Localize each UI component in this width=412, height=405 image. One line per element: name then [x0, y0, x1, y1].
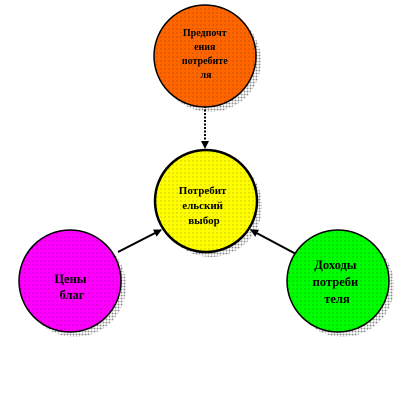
node-consumer-choice-line: выбор	[188, 215, 220, 227]
node-preferences: Предпочт ения потребите ля	[153, 4, 257, 108]
node-income-label: Доходы потреби теля	[313, 258, 362, 306]
node-consumer-choice: Потребит ельский выбор	[153, 148, 259, 254]
node-preferences-line: потребите	[182, 56, 228, 67]
node-consumer-choice-line: Потребит	[179, 185, 227, 197]
node-consumer-choice-label: Потребит ельский выбор	[179, 185, 229, 227]
node-preferences-label: Предпочт ения потребите ля	[182, 28, 230, 81]
arrow-left-to-center	[117, 229, 162, 253]
node-preferences-line: ения	[194, 42, 216, 53]
node-consumer-choice-line: ельский	[182, 200, 223, 212]
node-prices-line: благ	[60, 288, 85, 302]
node-prices-label: Цены благ	[54, 272, 89, 302]
node-income-line: потреби	[313, 275, 359, 289]
node-income-line: Доходы	[314, 258, 357, 272]
arrow-right-to-center	[250, 229, 297, 255]
node-income-line: теля	[324, 292, 350, 306]
node-preferences-line: Предпочт	[183, 28, 227, 39]
node-preferences-line: ля	[200, 70, 212, 81]
node-prices: Цены благ	[18, 229, 122, 333]
node-prices-line: Цены	[54, 272, 86, 286]
node-income: Доходы потреби теля	[286, 229, 390, 333]
